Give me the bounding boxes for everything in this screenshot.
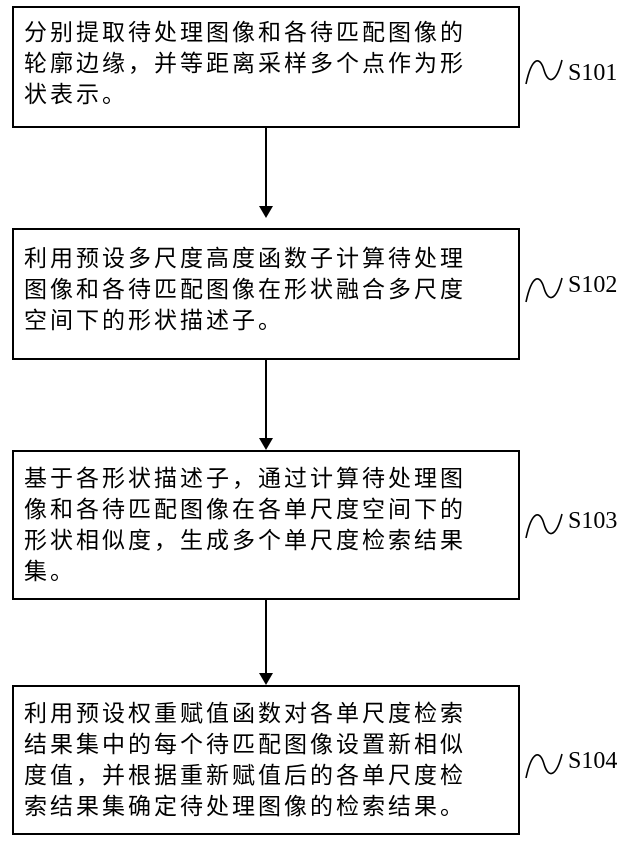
step-text-s101: 分别提取待处理图像和各待匹配图像的 轮廓边缘，并等距离采样多个点作为形 状表示。 [24, 18, 516, 111]
leader-squiggle-s102 [526, 278, 562, 302]
step-box-s104: 利用预设权重赋值函数对各单尺度检索 结果集中的每个待匹配图像设置新相似 度值，并… [12, 685, 520, 835]
step-label-s102: S102 [568, 272, 617, 299]
step-label-s101: S101 [568, 60, 617, 87]
step-label-s103: S103 [568, 508, 617, 535]
leader-squiggle-s104 [526, 754, 562, 778]
leader-squiggle-s101 [526, 60, 562, 84]
step-text-s104: 利用预设权重赋值函数对各单尺度检索 结果集中的每个待匹配图像设置新相似 度值，并… [24, 699, 516, 823]
step-box-s101: 分别提取待处理图像和各待匹配图像的 轮廓边缘，并等距离采样多个点作为形 状表示。 [12, 6, 520, 128]
step-text-s102: 利用预设多尺度高度函数子计算待处理 图像和各待匹配图像在形状融合多尺度 空间下的… [24, 244, 516, 337]
step-label-s104: S104 [568, 748, 617, 775]
step-box-s103: 基于各形状描述子，通过计算待处理图 像和各待匹配图像在各单尺度空间下的 形状相似… [12, 450, 520, 600]
step-text-s103: 基于各形状描述子，通过计算待处理图 像和各待匹配图像在各单尺度空间下的 形状相似… [24, 464, 516, 588]
step-box-s102: 利用预设多尺度高度函数子计算待处理 图像和各待匹配图像在形状融合多尺度 空间下的… [12, 228, 520, 360]
leader-squiggle-s103 [526, 514, 562, 538]
